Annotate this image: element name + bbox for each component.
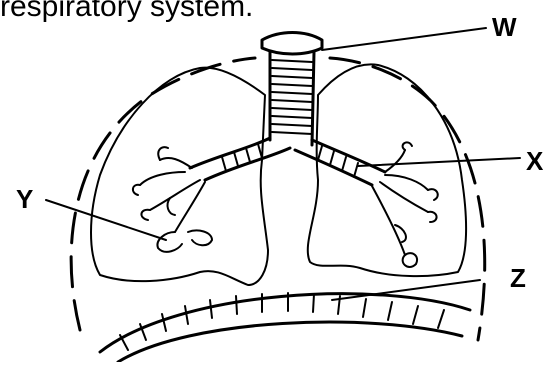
leader-w [322, 28, 486, 50]
diaphragm [100, 293, 470, 362]
trachea [262, 33, 322, 146]
diagram-caption: respiratory system. [0, 0, 253, 24]
label-y: Y [16, 184, 33, 214]
leader-x [358, 158, 520, 166]
label-z: Z [510, 263, 526, 293]
label-x: X [526, 146, 544, 176]
left-lung [91, 68, 268, 285]
label-w: W [492, 12, 517, 42]
